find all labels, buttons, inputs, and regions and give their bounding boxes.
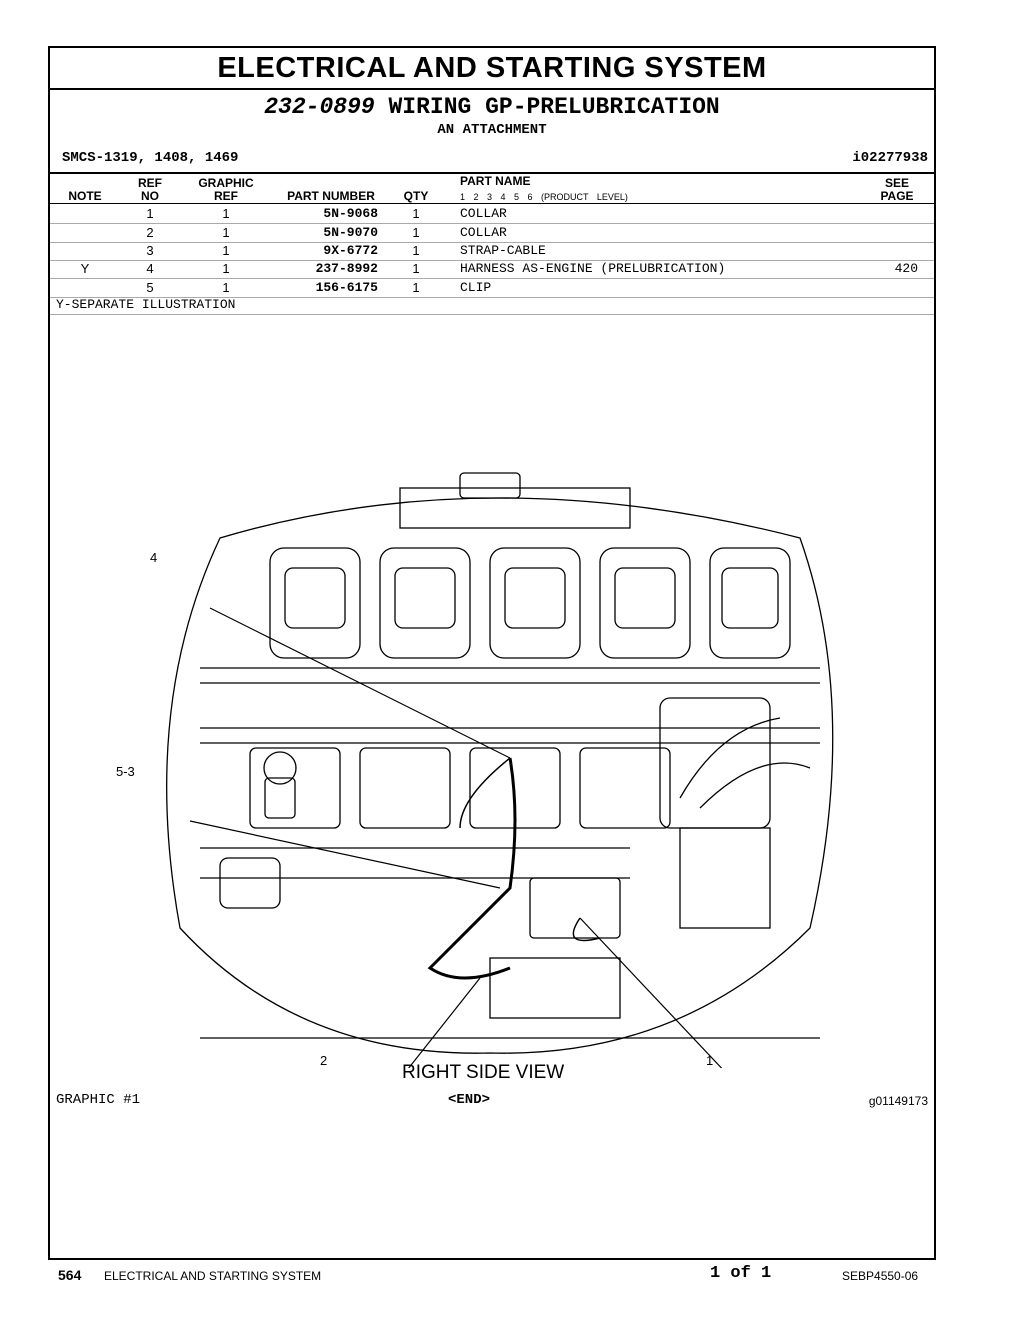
col-see-top: SEE [884,176,909,190]
group-name: WIRING GP-PRELUBRICATION [388,94,720,120]
row-graphic: 1 [222,243,230,258]
row-qty: 1 [412,206,420,221]
row-part-name: COLLAR [460,225,507,240]
footer-page-of: 1 of 1 [710,1264,772,1283]
col-qty: QTY [403,189,429,203]
col-graphic-bottom: REF [214,189,238,203]
row-graphic: 1 [222,225,230,240]
col-ref: REF NO [130,177,170,203]
col-see-page: SEE PAGE [872,177,922,203]
divider [50,260,934,261]
row-part-name: CLIP [460,280,492,295]
col-ref-bottom: NO [141,189,159,203]
group-part-number: 232-0899 [264,94,375,120]
callout-2: 2 [320,1053,328,1068]
divider [50,297,934,298]
row-qty: 1 [412,280,420,295]
divider [50,203,934,204]
row-part-number: 5N-9070 [323,225,378,240]
table-row: 2 1 5N-9070 1 COLLAR [50,224,934,242]
divider [50,314,934,315]
col-graphic-top: GRAPHIC [198,176,254,190]
note-legend: Y-SEPARATE ILLUSTRATION [56,297,236,312]
table-row: Y 4 1 237-8992 1 HARNESS AS-ENGINE (PREL… [50,260,934,278]
col-part-number: PART NUMBER [287,189,375,203]
row-part-name: HARNESS AS-ENGINE (PRELUBRICATION) [460,261,726,276]
page-frame: ELECTRICAL AND STARTING SYSTEM 232-0899 … [48,46,936,1260]
row-ref: 4 [146,261,154,276]
row-ref: 3 [146,243,154,258]
col-product-level: 1 2 3 4 5 6 (PRODUCT LEVEL) [460,192,628,202]
engine-illustration [166,472,834,1068]
col-part-name: PART NAME [460,174,531,188]
end-marker: <END> [448,1092,491,1108]
row-part-number: 156-6175 [315,280,378,295]
divider [50,223,934,224]
callout-5-3: 5-3 [116,764,135,779]
col-note: NOTE [68,189,102,203]
row-ref: 5 [146,280,154,295]
callout-4: 4 [150,550,158,565]
col-see-bottom: PAGE [880,189,914,203]
row-note: Y [80,261,90,276]
row-qty: 1 [412,243,420,258]
graphic-number: GRAPHIC #1 [56,1092,141,1108]
row-part-name: STRAP-CABLE [460,243,546,258]
row-graphic: 1 [222,206,230,221]
row-part-number: 9X-6772 [323,243,378,258]
col-graphic-ref: GRAPHIC REF [188,177,264,203]
row-graphic: 1 [222,280,230,295]
graphic-id: g01149173 [868,1094,928,1108]
row-ref: 2 [146,225,154,240]
smcs-codes: SMCS-1319, 1408, 1469 [62,150,239,166]
footer-section: ELECTRICAL AND STARTING SYSTEM [104,1269,322,1283]
divider [50,88,934,90]
row-see-page: 420 [894,261,918,276]
row-part-name: COLLAR [460,206,507,221]
footer-page-number: 564 [58,1267,82,1283]
view-label: RIGHT SIDE VIEW [402,1062,565,1083]
callout-1: 1 [706,1053,714,1068]
row-qty: 1 [412,225,420,240]
footer-doc-number: SEBP4550-06 [842,1269,919,1283]
row-qty: 1 [412,261,420,276]
table-row: 1 1 5N-9068 1 COLLAR [50,205,934,223]
page-title: ELECTRICAL AND STARTING SYSTEM [217,52,767,84]
row-graphic: 1 [222,261,230,276]
col-ref-top: REF [138,176,162,190]
group-title: 232-0899 WIRING GP-PRELUBRICATION [50,94,934,120]
document-id: i02277938 [852,150,928,166]
row-ref: 1 [146,206,154,221]
attachment-label: AN ATTACHMENT [437,122,547,138]
divider [50,278,934,279]
divider [50,172,934,174]
table-row: 5 1 156-6175 1 CLIP [50,279,934,297]
divider [50,242,934,243]
table-row: 3 1 9X-6772 1 STRAP-CABLE [50,242,934,260]
row-part-number: 237-8992 [315,261,378,276]
row-part-number: 5N-9068 [323,206,378,221]
